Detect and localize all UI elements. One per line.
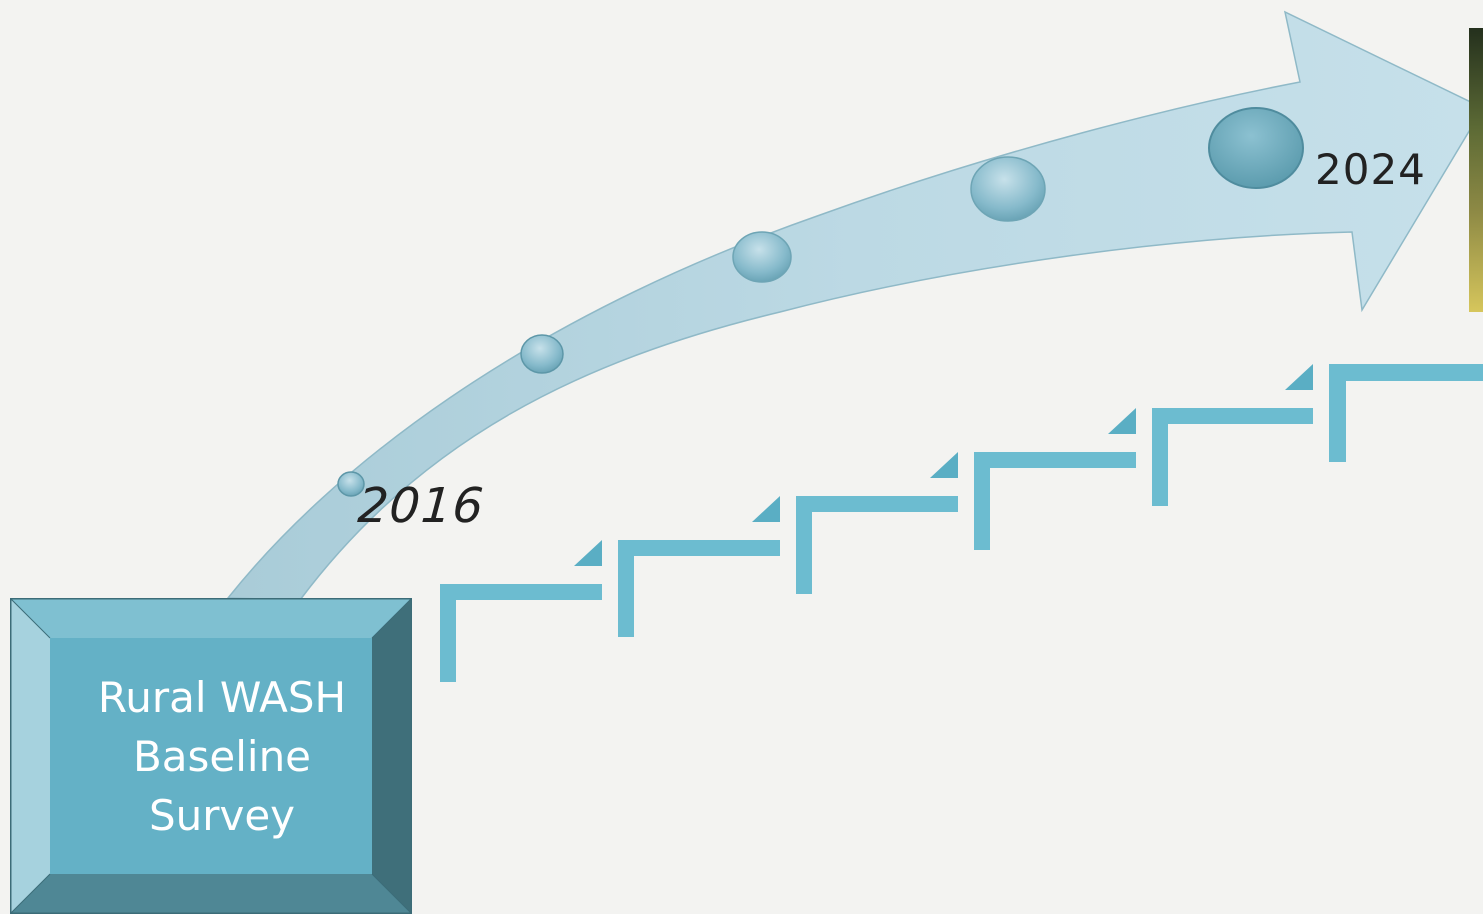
circle-dot-icon [521, 335, 563, 373]
staircase-step-icon [618, 496, 780, 637]
photo-thumbnail [1469, 28, 1483, 312]
staircase-step-icon [796, 452, 958, 594]
staircase-step-icon [1329, 364, 1483, 462]
circle-dot-icon [971, 157, 1045, 221]
survey-box: Rural WASH Baseline Survey [10, 598, 412, 914]
end-year-label: 2024 [1315, 145, 1426, 194]
start-year-label: 2016 [356, 478, 486, 534]
circle-dot-icon [733, 232, 791, 282]
staircase [440, 364, 1483, 682]
circle-dot-icon [1209, 108, 1303, 188]
staircase-step-icon [974, 408, 1136, 550]
staircase-step-icon [1152, 364, 1313, 506]
staircase-step-icon [440, 540, 602, 682]
survey-box-label: Rural WASH Baseline Survey [64, 638, 380, 874]
